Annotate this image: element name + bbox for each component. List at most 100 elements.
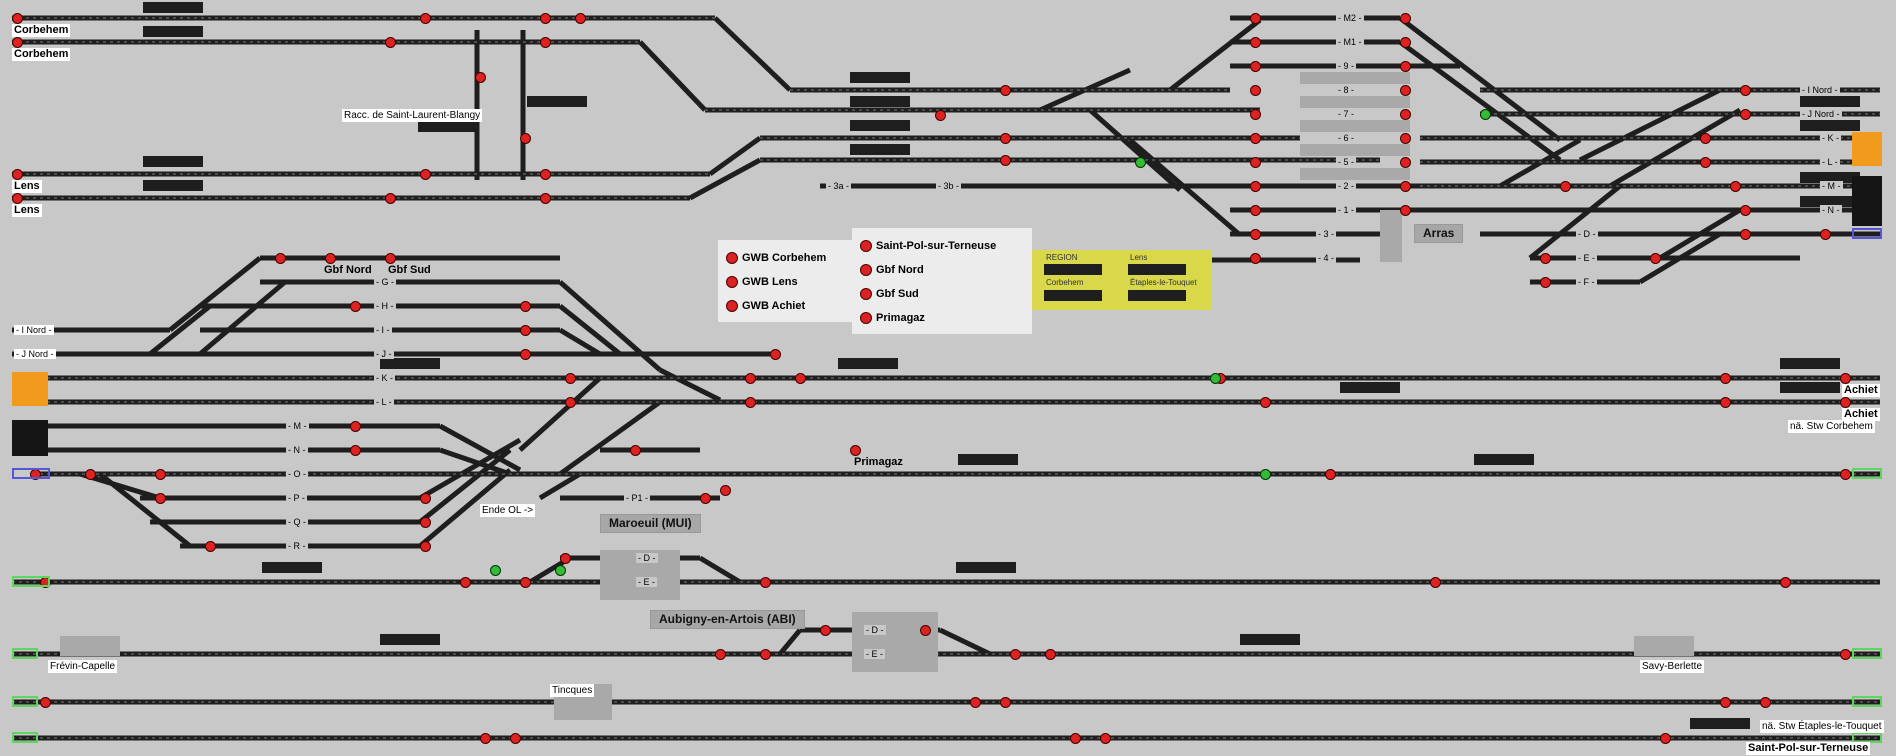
signal[interactable] — [1400, 205, 1411, 216]
signal[interactable] — [1250, 205, 1261, 216]
signal[interactable] — [745, 373, 756, 384]
signal[interactable] — [970, 697, 981, 708]
signal[interactable] — [1100, 733, 1111, 744]
signal[interactable] — [1540, 253, 1551, 264]
signal[interactable] — [420, 541, 431, 552]
signal[interactable] — [275, 253, 286, 264]
region-indicator[interactable] — [1128, 290, 1186, 301]
signal[interactable] — [820, 625, 831, 636]
signal[interactable] — [540, 169, 551, 180]
signal[interactable] — [40, 697, 51, 708]
signal[interactable] — [760, 649, 771, 660]
signal[interactable] — [1010, 649, 1021, 660]
signal[interactable] — [1250, 13, 1261, 24]
signal[interactable] — [700, 493, 711, 504]
signal[interactable] — [155, 493, 166, 504]
signal[interactable] — [540, 193, 551, 204]
signal[interactable] — [1400, 37, 1411, 48]
legend-item[interactable]: Gbf Sud — [860, 288, 919, 301]
signal[interactable] — [1250, 37, 1261, 48]
signal[interactable] — [770, 349, 781, 360]
signal[interactable] — [1760, 697, 1771, 708]
signal[interactable] — [1740, 229, 1751, 240]
signal[interactable] — [510, 733, 521, 744]
signal[interactable] — [1720, 397, 1731, 408]
signal[interactable] — [1400, 157, 1411, 168]
region-indicator[interactable] — [1044, 264, 1102, 275]
signal[interactable] — [1000, 155, 1011, 166]
signal[interactable] — [385, 253, 396, 264]
signal[interactable] — [1325, 469, 1336, 480]
legend-item[interactable]: Saint-Pol-sur-Terneuse — [860, 240, 996, 253]
signal[interactable] — [1260, 397, 1271, 408]
signal[interactable] — [155, 469, 166, 480]
signal[interactable] — [1740, 205, 1751, 216]
signal[interactable] — [1210, 373, 1221, 384]
signal[interactable] — [565, 373, 576, 384]
signal[interactable] — [1400, 61, 1411, 72]
signal[interactable] — [555, 565, 566, 576]
signal[interactable] — [1780, 577, 1791, 588]
signal[interactable] — [520, 577, 531, 588]
signal[interactable] — [1250, 61, 1261, 72]
signal[interactable] — [1260, 469, 1271, 480]
signal[interactable] — [12, 169, 23, 180]
signal[interactable] — [1400, 85, 1411, 96]
signal[interactable] — [1000, 133, 1011, 144]
signal[interactable] — [12, 13, 23, 24]
signal[interactable] — [1135, 157, 1146, 168]
legend-item[interactable]: Gbf Nord — [860, 264, 924, 277]
signal[interactable] — [1400, 13, 1411, 24]
signal[interactable] — [715, 649, 726, 660]
signal[interactable] — [1700, 157, 1711, 168]
signal[interactable] — [490, 565, 501, 576]
signal[interactable] — [720, 485, 731, 496]
signal[interactable] — [1400, 109, 1411, 120]
signal[interactable] — [1700, 133, 1711, 144]
signal[interactable] — [1740, 109, 1751, 120]
signal[interactable] — [795, 373, 806, 384]
signal[interactable] — [1660, 733, 1671, 744]
signal[interactable] — [1400, 133, 1411, 144]
signal[interactable] — [85, 469, 96, 480]
signal[interactable] — [420, 169, 431, 180]
legend-item[interactable]: Primagaz — [860, 312, 925, 325]
signal[interactable] — [385, 37, 396, 48]
signal[interactable] — [1720, 697, 1731, 708]
signal[interactable] — [1070, 733, 1081, 744]
signal[interactable] — [1250, 253, 1261, 264]
signal[interactable] — [1820, 229, 1831, 240]
signal[interactable] — [1250, 157, 1261, 168]
signal[interactable] — [560, 553, 571, 564]
signal[interactable] — [540, 13, 551, 24]
legend-item[interactable]: GWB Achiet — [726, 300, 805, 313]
signal[interactable] — [850, 445, 861, 456]
signal[interactable] — [475, 72, 486, 83]
signal[interactable] — [205, 541, 216, 552]
signal[interactable] — [1250, 133, 1261, 144]
signal[interactable] — [630, 445, 641, 456]
signal[interactable] — [1000, 85, 1011, 96]
region-indicator[interactable] — [1044, 290, 1102, 301]
signal[interactable] — [575, 13, 586, 24]
signal[interactable] — [540, 37, 551, 48]
signal[interactable] — [1250, 109, 1261, 120]
signal[interactable] — [420, 517, 431, 528]
signal[interactable] — [12, 193, 23, 204]
signal[interactable] — [1400, 181, 1411, 192]
signal[interactable] — [350, 445, 361, 456]
signal[interactable] — [480, 733, 491, 744]
signal[interactable] — [460, 577, 471, 588]
signal[interactable] — [520, 325, 531, 336]
signal[interactable] — [520, 301, 531, 312]
signal[interactable] — [745, 397, 756, 408]
signal[interactable] — [1560, 181, 1571, 192]
signal[interactable] — [385, 193, 396, 204]
signal[interactable] — [350, 301, 361, 312]
legend-item[interactable]: GWB Corbehem — [726, 252, 826, 265]
signal[interactable] — [1730, 181, 1741, 192]
region-indicator[interactable] — [1128, 264, 1186, 275]
signal[interactable] — [350, 421, 361, 432]
signal[interactable] — [1840, 397, 1851, 408]
legend-item[interactable]: GWB Lens — [726, 276, 798, 289]
